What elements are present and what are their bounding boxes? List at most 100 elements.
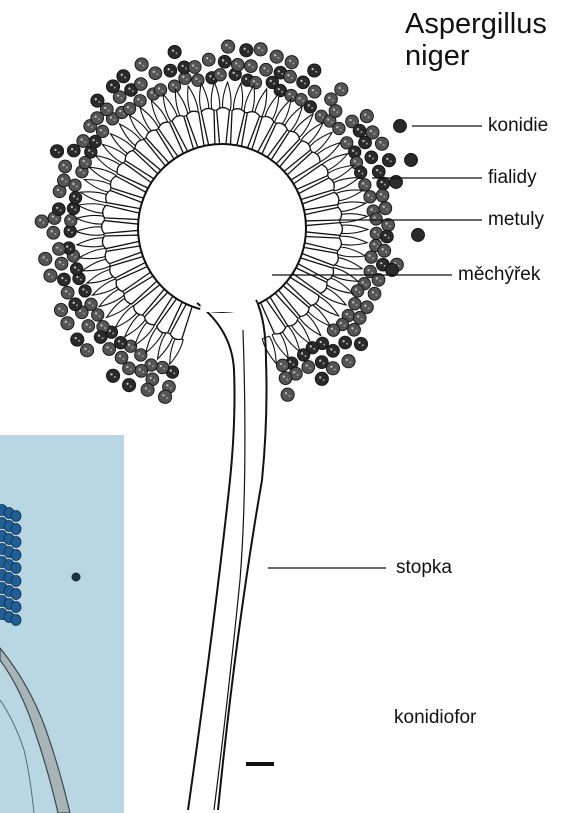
phialide [188, 86, 199, 114]
conidium [379, 202, 392, 215]
conidium [348, 323, 361, 336]
conidium [39, 252, 52, 265]
phialide [331, 178, 359, 191]
micrograph-conidium [11, 563, 21, 574]
conidium [375, 137, 388, 150]
phialide [337, 247, 365, 257]
conidium [117, 70, 130, 83]
conidium [50, 145, 63, 158]
conidium [249, 76, 261, 88]
conidium [260, 63, 273, 76]
conidium [70, 263, 82, 275]
conidium [202, 53, 215, 66]
conidium [302, 361, 315, 374]
label-phialides: fialidy [488, 168, 537, 187]
conidium [354, 166, 366, 178]
phialide [244, 86, 254, 114]
conidium [360, 109, 373, 122]
conidium [149, 67, 162, 80]
conidium [370, 213, 382, 225]
conidium [405, 154, 418, 167]
vesicle-outline [138, 144, 306, 312]
phialide [77, 238, 105, 247]
conidium [333, 122, 345, 134]
conidium [80, 344, 93, 357]
conidium [281, 388, 294, 401]
scale-bar [246, 762, 274, 766]
phialide [84, 180, 112, 193]
species-title-genus: Aspergillus [405, 8, 547, 40]
conidium [359, 179, 371, 191]
conidium [354, 337, 367, 350]
micrograph-loose-spore [72, 573, 81, 582]
conidium [35, 215, 48, 228]
conidium [412, 229, 425, 242]
conidium [279, 372, 292, 385]
species-title-epithet: niger [405, 40, 547, 72]
conidium [158, 390, 171, 403]
conidium [353, 124, 366, 137]
conidium [92, 309, 104, 321]
micrograph-conidium [11, 615, 21, 626]
conidium [135, 349, 147, 361]
conidium [366, 126, 379, 139]
phialide [78, 204, 106, 213]
conidium [221, 40, 234, 53]
conidium [65, 214, 77, 226]
phialide [175, 90, 187, 118]
conidium [135, 364, 148, 377]
conidium [188, 61, 201, 74]
conidium [168, 45, 181, 58]
conidium [82, 320, 95, 333]
phialide [200, 83, 209, 111]
stipe-drawing [188, 298, 267, 810]
conidium [315, 372, 328, 385]
conidium [231, 58, 244, 71]
conidium [91, 94, 104, 107]
conidium [365, 151, 378, 164]
phialide [340, 225, 368, 233]
micrograph-conidium [11, 602, 21, 613]
label-conidia: konidie [488, 116, 548, 135]
phialide [339, 236, 367, 245]
conidium [79, 285, 91, 297]
conidium [394, 120, 407, 133]
conidium [141, 383, 154, 396]
conidium [67, 144, 80, 157]
conidium [54, 303, 67, 316]
metula [102, 221, 139, 234]
conidium [365, 251, 377, 263]
conidium [55, 257, 68, 270]
conidium [114, 336, 126, 348]
phialide [339, 214, 367, 223]
conidium [377, 177, 390, 190]
conidium [339, 336, 352, 349]
conidium [353, 312, 366, 325]
conidium [106, 80, 119, 93]
phialide [80, 192, 108, 203]
micrograph-inset [0, 435, 124, 813]
conidium [297, 76, 310, 89]
conidium [304, 101, 316, 113]
conidium [122, 379, 135, 392]
conidium [364, 191, 376, 203]
conidium [382, 154, 395, 167]
conidium [123, 362, 136, 375]
conidium [380, 230, 393, 243]
conidium [308, 85, 321, 98]
conidium [53, 243, 66, 256]
label-vesicle: měchýřek [458, 265, 540, 284]
conidium [368, 287, 381, 300]
conidium [342, 355, 355, 368]
label-conidiophore: konidiofor [394, 708, 476, 727]
conidium [103, 343, 116, 356]
conidium [326, 362, 339, 375]
species-title: Aspergillus niger [405, 8, 547, 73]
conidium [308, 64, 321, 77]
conidium [96, 125, 108, 137]
conidium [244, 60, 257, 73]
label-stipe: stopka [396, 558, 452, 577]
phialide [211, 82, 220, 110]
conidium [376, 189, 389, 202]
